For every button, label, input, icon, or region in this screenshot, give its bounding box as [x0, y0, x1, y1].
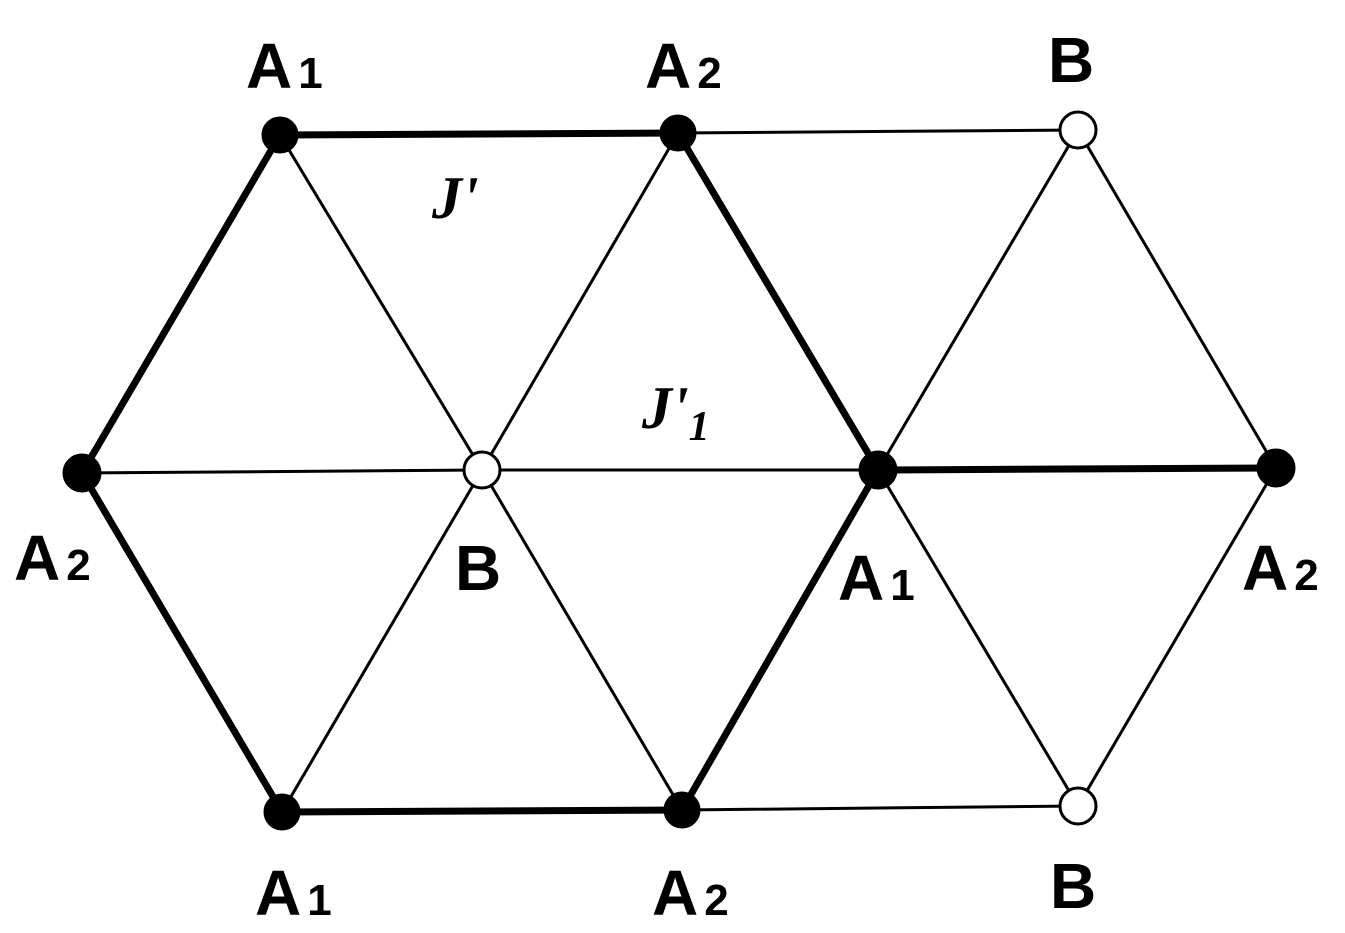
- edge-a1top-a2left: [78, 131, 284, 477]
- edge-a2left-a1bot: [78, 469, 286, 816]
- edge-a1center-a2right: [874, 464, 1280, 474]
- node-a2-bottom: [663, 791, 701, 829]
- node-a1-bottom: [263, 793, 301, 831]
- edge-a2right-bbot: [1076, 466, 1278, 808]
- nodes: [62, 110, 1296, 831]
- edge-btop-a2right: [1076, 128, 1278, 470]
- node-a2-left: [62, 453, 102, 493]
- label-bot-right: B: [1050, 850, 1096, 922]
- edge-a1center-bbot: [876, 468, 1080, 808]
- node-a1-center: [858, 450, 898, 490]
- edge-a1top-bcenter: [278, 133, 484, 472]
- edge-a1top-a2top: [276, 129, 682, 139]
- coupling-j-prime: J': [431, 165, 479, 231]
- node-b-center: [462, 450, 502, 490]
- coupling-j-prime-1: J'1: [641, 375, 710, 450]
- edge-bcenter-a1bot: [280, 468, 484, 814]
- node-a2-top: [659, 114, 697, 152]
- edge-a2left-bcenter: [80, 468, 484, 475]
- label-top-right: B: [1048, 24, 1094, 96]
- node-a1-top: [261, 116, 299, 154]
- edge-a2top-bcenter: [480, 131, 680, 472]
- edge-a2top-a1center: [674, 129, 882, 474]
- edge-a2top-btop: [676, 128, 1080, 135]
- coupling-labels: J' J'1: [431, 165, 710, 450]
- node-b-top: [1058, 110, 1098, 150]
- edge-a1bot-a2bot: [278, 806, 686, 816]
- thick-edges: [78, 129, 1280, 816]
- node-b-bottom: [1058, 786, 1098, 826]
- edge-a1center-a2bot: [678, 466, 882, 814]
- label-mid-center-left: B: [455, 532, 501, 604]
- node-a2-right: [1256, 448, 1296, 488]
- thin-edges: [80, 128, 1278, 814]
- edge-btop-a1center: [876, 128, 1080, 472]
- edge-a2bot-bbot: [680, 804, 1080, 812]
- edge-bcenter-a2bot: [480, 468, 684, 812]
